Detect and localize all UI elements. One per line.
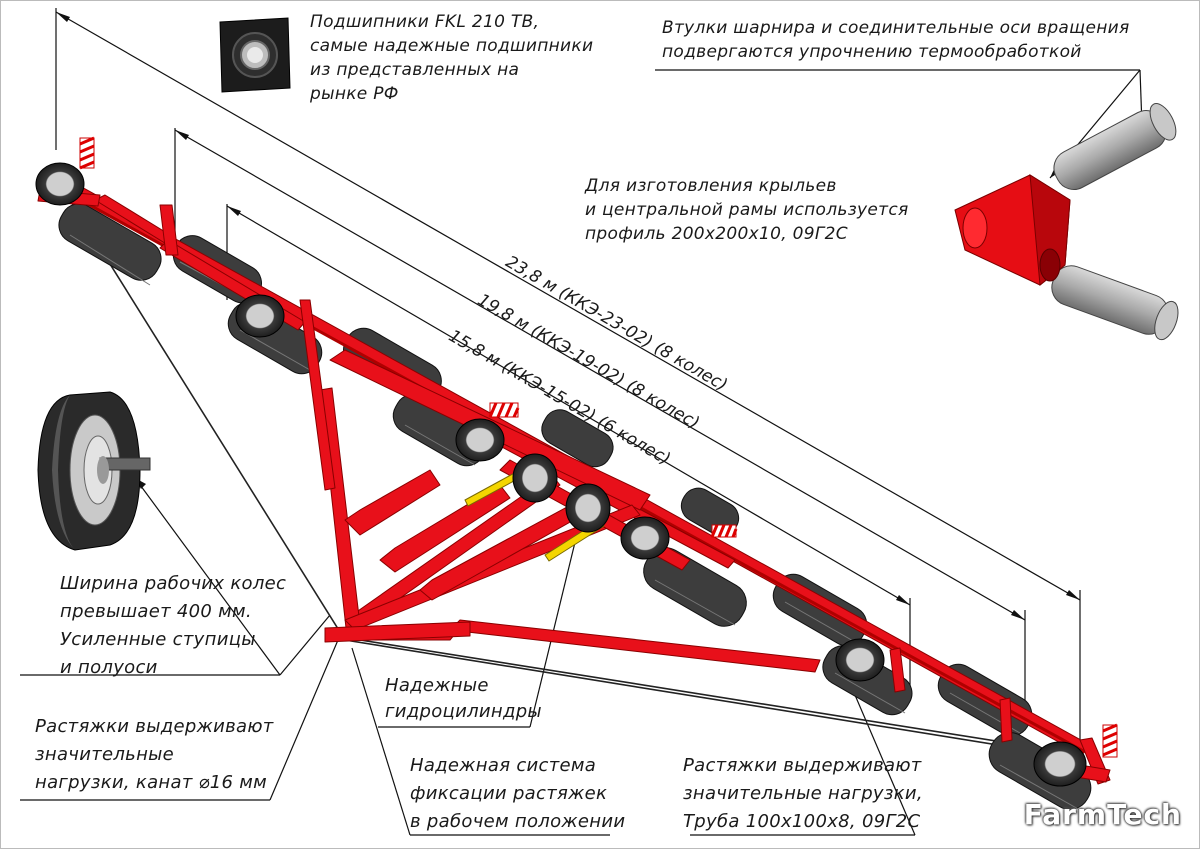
hydraulic-caption: Надежные гидроцилиндры	[385, 673, 542, 725]
hinge-axles-image	[954, 103, 1179, 341]
caption-line: Втулки шарнира и соединительные оси вращ…	[662, 18, 1130, 38]
caption-line: Растяжки выдерживают	[683, 755, 922, 776]
caption-line: Для изготовления крыльев	[585, 176, 837, 196]
dimension-arrows	[56, 12, 1080, 620]
caption-line: и центральной рамы используется	[585, 200, 909, 220]
caption-line: и полуоси	[60, 657, 158, 678]
profile-caption: Для изготовления крыльев и центральной р…	[585, 174, 909, 246]
hinge-caption: Втулки шарнира и соединительные оси вращ…	[662, 16, 1130, 64]
caption-line: рынке РФ	[310, 84, 399, 104]
warning-plates	[79, 136, 1118, 758]
caption-line: в рабочем положении	[410, 811, 626, 832]
caption-line: Ширина рабочих колес	[60, 573, 287, 594]
brand-logo: FarmTech	[1023, 798, 1182, 831]
wheel-caption: Ширина рабочих колес превышает 400 мм. У…	[60, 570, 286, 682]
caption-line: Труба 100х100х8, 09Г2С	[683, 811, 921, 832]
caption-line: значительные	[35, 744, 175, 765]
dimension-lines	[55, 8, 1081, 740]
bearing-caption: Подшипники FKL 210 TB, самые надежные по…	[310, 10, 593, 106]
tension-cables	[69, 199, 1061, 756]
fixation-caption: Надежная система фиксации растяжек в раб…	[410, 752, 625, 836]
caption-line: из представленных на	[310, 60, 520, 80]
caption-line: значительные нагрузки,	[683, 783, 923, 804]
wheel-cutaway-image	[37, 391, 151, 551]
caption-line: нагрузки, канат ⌀16 мм	[35, 772, 268, 793]
caption-line: Усиленные ступицы	[60, 629, 256, 650]
tube-caption: Растяжки выдерживают значительные нагруз…	[683, 752, 923, 836]
bearing-image	[215, 15, 293, 93]
caption-line: Подшипники FKL 210 TB,	[310, 12, 540, 32]
cable-caption: Растяжки выдерживают значительные нагруз…	[35, 713, 274, 797]
caption-line: фиксации растяжек	[410, 783, 608, 804]
caption-line: Надежная система	[410, 755, 597, 776]
caption-line: гидроцилиндры	[385, 701, 542, 722]
caption-line: самые надежные подшипники	[310, 36, 594, 56]
caption-line: профиль 200х200х10, 09Г2С	[585, 224, 848, 244]
caption-line: Растяжки выдерживают	[35, 716, 274, 737]
caption-line: подвергаются упрочнению термообработкой	[662, 42, 1082, 62]
support-wheels	[35, 162, 1087, 787]
caption-line: Надежные	[385, 675, 489, 696]
caption-line: превышает 400 мм.	[60, 601, 252, 622]
